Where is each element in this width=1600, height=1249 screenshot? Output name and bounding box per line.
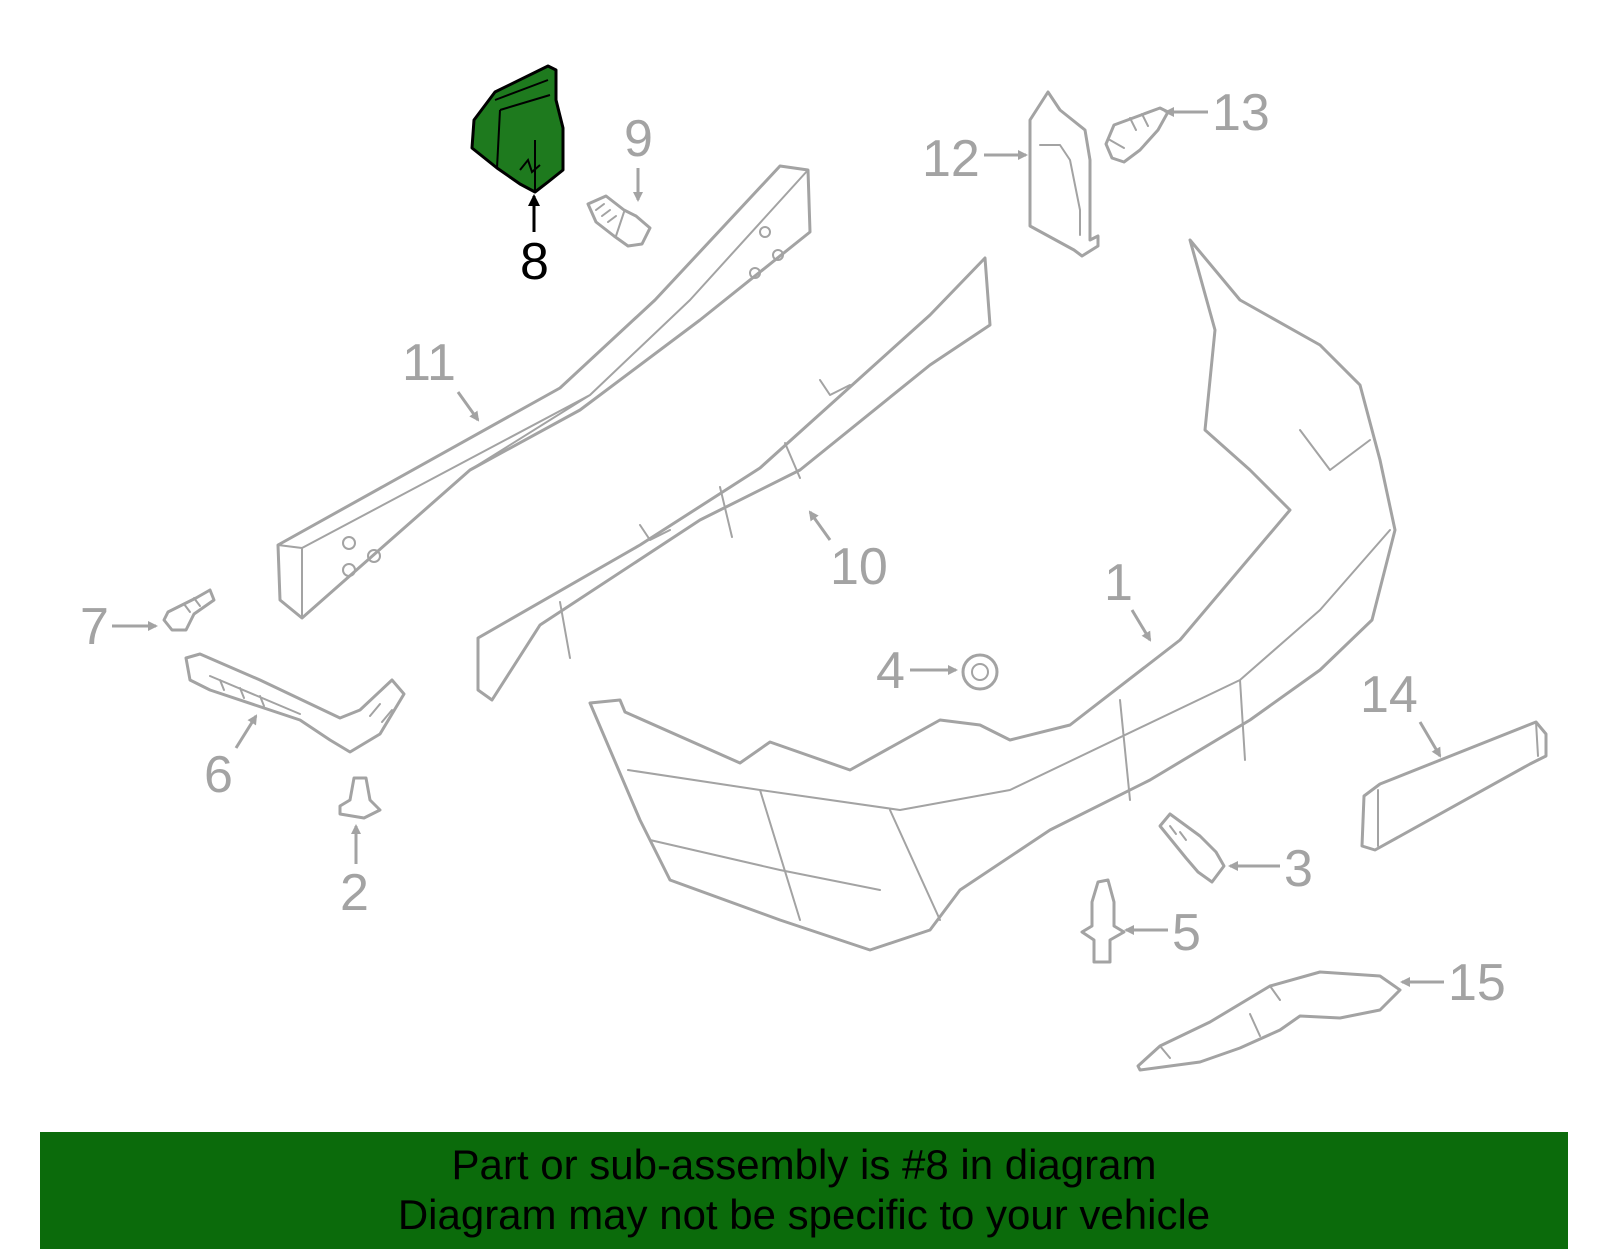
part-7-bolt[interactable] bbox=[162, 588, 216, 632]
callout-3: 3 bbox=[1284, 840, 1313, 898]
callout-5: 5 bbox=[1172, 904, 1201, 962]
part-1-bumper-cover[interactable] bbox=[588, 238, 1397, 952]
part-12-bracket[interactable] bbox=[1028, 90, 1100, 258]
callout-13: 13 bbox=[1212, 84, 1270, 142]
part-3-clip[interactable] bbox=[1158, 812, 1226, 884]
leader-11 bbox=[456, 391, 480, 422]
callout-6: 6 bbox=[204, 746, 233, 804]
callout-10: 10 bbox=[830, 538, 888, 596]
part-5-push-clip[interactable] bbox=[1080, 878, 1126, 964]
banner-line-2: Diagram may not be specific to your vehi… bbox=[397, 1191, 1211, 1238]
callout-12: 12 bbox=[922, 130, 980, 188]
part-11-reinforcement[interactable] bbox=[276, 164, 812, 620]
callout-7: 7 bbox=[80, 598, 109, 656]
callout-9: 9 bbox=[624, 110, 653, 168]
part-10-absorber[interactable] bbox=[476, 256, 992, 702]
callout-1: 1 bbox=[1104, 554, 1133, 612]
part-9-bolt[interactable] bbox=[586, 194, 652, 248]
callout-8: 8 bbox=[520, 233, 549, 291]
callout-14: 14 bbox=[1360, 666, 1418, 724]
callout-11: 11 bbox=[402, 334, 456, 392]
part-15-shield[interactable] bbox=[1136, 970, 1402, 1072]
callout-4: 4 bbox=[876, 642, 905, 700]
leader-6 bbox=[234, 714, 258, 749]
part-14-reflector[interactable] bbox=[1360, 720, 1548, 852]
callout-2: 2 bbox=[340, 864, 369, 922]
part-13-bolt[interactable] bbox=[1104, 106, 1170, 164]
leader-14 bbox=[1418, 721, 1442, 758]
info-banner: Part or sub-assembly is #8 in diagram Di… bbox=[40, 1132, 1568, 1249]
callout-15: 15 bbox=[1448, 954, 1506, 1012]
part-6-side-bracket[interactable] bbox=[184, 652, 406, 754]
leader-1 bbox=[1130, 609, 1152, 642]
part-2-clip[interactable] bbox=[338, 776, 382, 820]
part-4-grommet[interactable] bbox=[961, 653, 999, 691]
leader-10 bbox=[808, 510, 832, 541]
banner-line-1: Part or sub-assembly is #8 in diagram bbox=[451, 1141, 1157, 1188]
part-8-bracket[interactable] bbox=[470, 64, 565, 194]
